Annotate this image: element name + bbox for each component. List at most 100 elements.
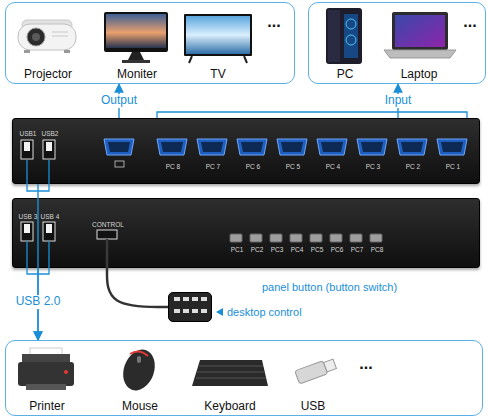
input-bracket [157, 112, 467, 118]
vga-port [197, 139, 227, 155]
device-label: PC [319, 68, 371, 82]
panel-button [370, 234, 382, 242]
ellipsis-mark: ... [351, 355, 381, 373]
keyboard-node: Keyboard [187, 345, 273, 415]
device-label: Moniter [101, 68, 173, 82]
projector-node: Projector [13, 9, 83, 83]
tv-node: TV [181, 9, 255, 83]
keyboard-icon [192, 360, 268, 386]
control-port [106, 239, 109, 268]
usb-port [46, 142, 52, 151]
kvm-front-panel: USB1USB2PC 8PC 7PC 6PC 5PC 4PC 3PC 2PC 1 [12, 118, 480, 184]
port-label: PC 5 [273, 163, 313, 170]
usb-stick-icon [324, 359, 337, 372]
vga-port [361, 142, 383, 152]
panel-button [270, 234, 282, 242]
printer-icon [64, 370, 68, 374]
tv-icon [184, 14, 252, 63]
control-pad-keys [183, 297, 189, 301]
printer-icon [30, 348, 62, 358]
device-label: Laptop [381, 68, 457, 82]
vga-port [157, 139, 187, 155]
annotation-label: panel button (button switch) [262, 281, 397, 294]
pc-icon [346, 35, 356, 45]
printer-icon [26, 384, 66, 390]
control-cable [107, 268, 168, 307]
usb-bracket [27, 160, 49, 274]
control-pad-keys [192, 309, 198, 313]
control-pad-keys [201, 309, 207, 313]
panel-button [310, 234, 322, 242]
panel-button [230, 234, 382, 242]
monitor-icon [106, 14, 166, 48]
mouse-icon [130, 351, 148, 356]
device-label: Keyboard [187, 400, 273, 414]
mouse-icon [118, 345, 161, 395]
laptop-icon [384, 50, 456, 58]
signal-arrow [397, 84, 398, 118]
usb-port [46, 224, 52, 233]
edge-label: USB 2.0 [14, 295, 63, 309]
port-label: PC 7 [193, 163, 233, 170]
monitor-icon [104, 12, 168, 52]
monitor-icon [122, 60, 150, 63]
projector-icon [32, 33, 40, 41]
device-label: Mouse [109, 400, 171, 414]
kvm-rear-panel: USB 3USB 4CONTROLPC1PC2PC3PC4PC5PC6PC7PC… [12, 198, 480, 268]
laptop-icon [384, 12, 456, 58]
port-label: PC 2 [393, 163, 433, 170]
printer-node: Printer [13, 345, 81, 415]
pc-icon [344, 14, 358, 58]
vga-port [104, 139, 134, 155]
pointer-triangle [216, 308, 223, 316]
usb-bracket [27, 241, 49, 274]
tv-icon [189, 56, 192, 63]
port-label: USB 4 [30, 213, 70, 220]
pc-icon [346, 19, 356, 29]
laptop-node: Laptop [381, 7, 457, 83]
monitor-node: Moniter [101, 9, 173, 83]
output-device-group: ... ProjectorMoniter TV [5, 2, 295, 84]
panel-button [230, 234, 242, 242]
device-label: TV [181, 68, 255, 82]
control-pad-keys [192, 297, 198, 301]
projector-icon [22, 20, 72, 30]
edge-label: Input [383, 94, 414, 108]
projector-icon [24, 50, 30, 53]
control-pad-keys [174, 297, 180, 301]
signal-arrow [37, 184, 38, 340]
vga-port [321, 142, 343, 152]
vga-port [237, 139, 267, 155]
printer-icon [22, 354, 70, 364]
vga-port [281, 142, 303, 152]
usb-stick-icon [295, 361, 328, 384]
control-pad-keys [183, 309, 189, 313]
pc-icon [328, 10, 340, 62]
printer-icon [18, 348, 74, 390]
panel-button [290, 234, 302, 242]
keyboard-icon [192, 360, 268, 386]
input-bracket [157, 112, 467, 118]
peripheral-group: ...PrinterMouseKeyboardUSB [5, 340, 483, 416]
mouse-icon [118, 345, 161, 395]
usb-bracket [27, 160, 49, 191]
usb-port [21, 140, 33, 159]
usb-port [43, 140, 55, 159]
vga-port [115, 161, 124, 167]
tv-icon [186, 16, 250, 54]
usb-port [24, 142, 30, 151]
projector-icon [18, 20, 76, 53]
desktop-control-pad: desktop control [168, 292, 212, 322]
keyboard-icon [199, 366, 263, 367]
keyboard-icon [197, 372, 265, 373]
pc-node: PC [319, 7, 371, 83]
pointer-triangle [216, 308, 223, 316]
laptop-icon [395, 15, 445, 47]
ellipsis-mark: ... [259, 13, 289, 31]
port-label: PC 3 [353, 163, 393, 170]
vga-port [357, 139, 387, 155]
usb-port [21, 140, 55, 241]
vga-port [397, 139, 427, 155]
usb-stick-icon [295, 357, 337, 384]
